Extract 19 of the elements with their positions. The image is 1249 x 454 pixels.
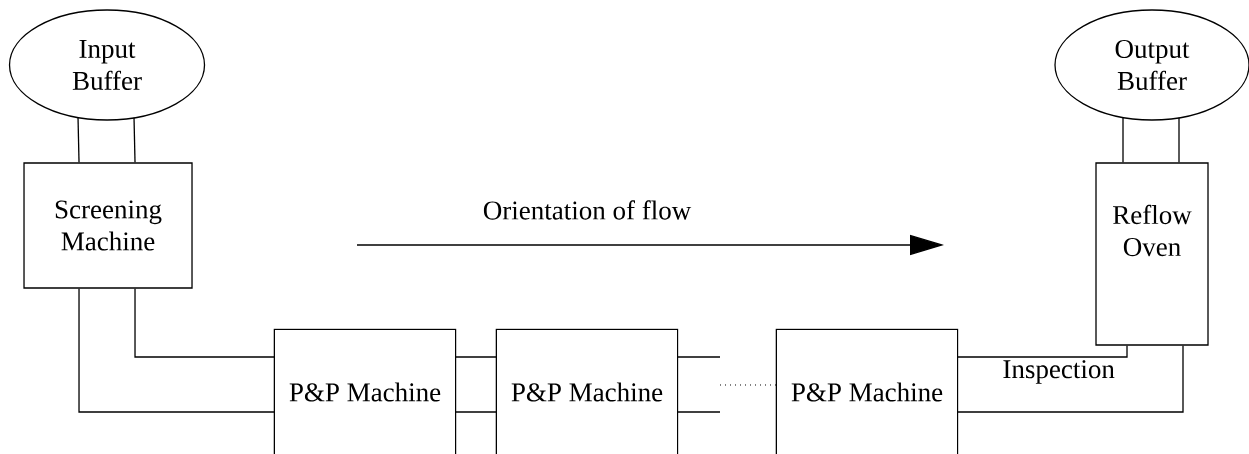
conveyor-line bbox=[455, 356, 497, 358]
conveyor-line bbox=[77, 116, 80, 163]
conveyor-line bbox=[957, 345, 1184, 413]
machine-box: Reflow Oven bbox=[1095, 162, 1209, 346]
conveyor-line bbox=[677, 356, 721, 358]
edge-label: Inspection bbox=[1001, 359, 1116, 385]
conveyor-line bbox=[134, 288, 275, 358]
conveyor-line bbox=[1122, 116, 1124, 163]
flow-label: Orientation of flow bbox=[483, 200, 692, 220]
conveyor-line bbox=[78, 288, 275, 413]
machine-box: P&P Machine bbox=[775, 328, 959, 454]
machine-box: P&P Machine bbox=[495, 328, 679, 454]
conveyor-line bbox=[133, 117, 136, 163]
machine-box: Screening Machine bbox=[23, 162, 193, 289]
machine-box: P&P Machine bbox=[273, 328, 457, 454]
conveyor-line bbox=[957, 345, 1128, 358]
conveyor-line bbox=[455, 411, 497, 413]
conveyor-line bbox=[677, 411, 721, 413]
conveyor-line bbox=[1178, 117, 1180, 163]
